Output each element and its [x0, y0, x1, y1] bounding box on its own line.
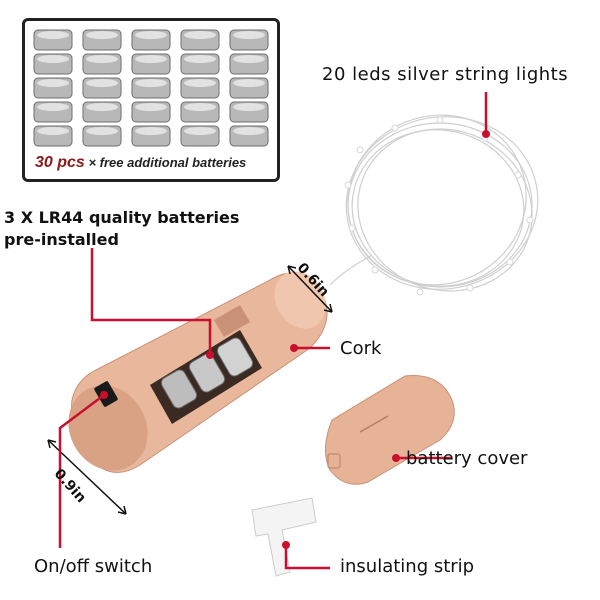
- batteries-label-line2: pre-installed: [4, 230, 119, 249]
- switch-pointer: [58, 394, 105, 548]
- pointer-dot: [482, 130, 490, 138]
- pointer-dot: [206, 351, 214, 359]
- inset-caption: 30 pcs × free additional batteries: [35, 154, 275, 172]
- string-lights-coil: [329, 114, 539, 292]
- cork: [68, 271, 328, 473]
- strip-pointer: [284, 545, 330, 570]
- switch-label: On/off switch: [34, 556, 153, 577]
- free-batteries-text: × free additional batteries: [88, 155, 247, 170]
- pointer-dot: [282, 541, 290, 549]
- pointer-dot: [392, 454, 400, 462]
- pointer-lines: [58, 92, 490, 570]
- battery-cover-label: battery cover: [406, 448, 528, 469]
- cork-label: Cork: [340, 338, 382, 359]
- batteries-label-line1: 3 X LR44 quality batteries: [4, 208, 240, 227]
- strip-label: insulating strip: [340, 556, 475, 577]
- pointer-dot: [100, 391, 108, 399]
- pointer-dot: [290, 344, 298, 352]
- battery-stack: [160, 337, 254, 409]
- dimension-top: [287, 265, 333, 313]
- battery-cover: [325, 375, 455, 485]
- insulating-strip: [251, 497, 317, 577]
- batteries-pointer: [90, 248, 212, 355]
- battery-count: 30 pcs: [35, 154, 85, 171]
- leds-label: 20 leds silver string lights: [322, 64, 569, 85]
